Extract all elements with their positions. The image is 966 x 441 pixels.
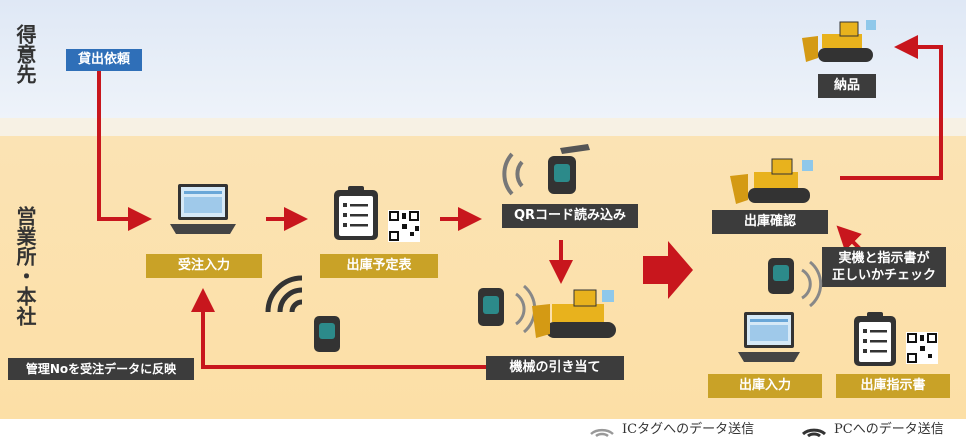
bulldozer-icon [802,20,876,62]
label-delivery: 納品 [818,74,876,98]
qr-code-icon [388,210,420,242]
laptop-icon [738,312,800,362]
clipboard-icon [334,186,378,240]
zone-label-office: 営業所・本社 [13,206,37,326]
pc-transmit-reader [265,275,340,352]
label-order-entry: 受注入力 [146,254,262,278]
label-machine-assign: 機械の引き当て [486,356,624,380]
pc-signal-icon [801,428,827,438]
qr-code-icon [906,332,938,364]
arrow-feedback-to-order [191,288,486,369]
bulldozer-icon [532,289,616,338]
bulldozer-icon [730,158,813,204]
label-rental-request: 貸出依頼 [66,49,142,71]
customer-zone-band [0,0,966,118]
ic-tag-signal-icon [590,428,614,438]
assign-reader-bulldozer [478,284,616,338]
shipment-entry-icons [738,258,823,362]
zone-divider [0,118,966,136]
arrow-request-to-order [97,71,152,231]
wireless-signal-icon [265,275,303,313]
label-check-note: 実機と指示書が 正しいかチェック [822,247,946,287]
label-qr-read: QRコード読み込み [502,204,638,228]
zone-label-customer: 得意先 [13,24,37,84]
label-shipment-instruction: 出庫指示書 [836,374,950,398]
arrow-confirm-to-delivery [840,35,943,180]
label-feedback: 管理Noを受注データに反映 [8,358,194,380]
instruction-icons [854,312,938,366]
legend-ic-tag: ICタグへのデータ送信 [622,422,755,437]
label-shipment-entry: 出庫入力 [708,374,822,398]
big-arrow [643,241,693,299]
check-note-line2: 正しいかチェック [831,268,936,283]
check-note-line1: 実機と指示書が [838,251,930,266]
laptop-icon [170,184,236,234]
label-shipment-confirm: 出庫確認 [712,210,828,234]
clipboard-icon [854,312,896,366]
handheld-reader-icon [502,144,590,196]
label-shipment-schedule: 出庫予定表 [320,254,438,278]
legend-pc: PCへのデータ送信 [834,422,944,437]
